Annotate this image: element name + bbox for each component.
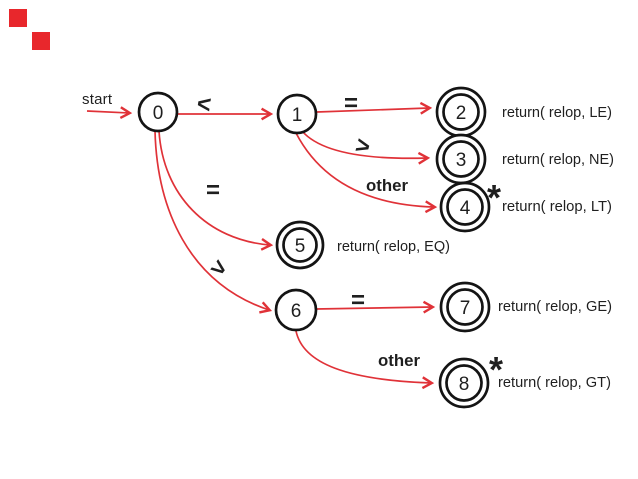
edge-0-5 (158, 130, 274, 251)
return-label-le: return( relop, LE) (502, 104, 612, 121)
decor-square-1 (9, 9, 27, 27)
state-7: 7 (439, 281, 491, 333)
state-8: 8 (438, 357, 490, 409)
state-5: 5 (275, 220, 325, 270)
state-2-label: 2 (456, 103, 467, 124)
state-8-label: 8 (459, 374, 470, 395)
return-label-ne: return( relop, NE) (502, 151, 614, 168)
state-4-label: 4 (460, 198, 471, 219)
state-6-label: 6 (291, 301, 302, 322)
state-0-label: 0 (153, 103, 164, 124)
state-3: 3 (435, 133, 487, 185)
state-4: 4 (439, 181, 491, 233)
edge-label-1-4: other (366, 176, 408, 195)
edge-1-3 (301, 130, 431, 165)
edge-0-6 (154, 130, 273, 314)
edge-label-0-1: < (195, 90, 213, 119)
state-2: 2 (435, 86, 487, 138)
decor-square-2 (32, 32, 50, 50)
edge-1-4 (295, 132, 438, 214)
state-1-label: 1 (292, 105, 303, 126)
state-3-label: 3 (456, 150, 467, 171)
edge-label-1-2: = (344, 90, 358, 117)
edge-6-7 (315, 300, 436, 314)
edge-label-6-7: = (351, 287, 365, 314)
return-label-gt: return( relop, GT) (498, 374, 611, 391)
edge-1-2 (316, 101, 433, 115)
start-label: start (82, 91, 113, 108)
start-arrow (86, 106, 133, 120)
return-label-lt: return( relop, LT) (502, 198, 612, 215)
accepting-star-8: * (489, 349, 503, 390)
accepting-star-4: * (487, 177, 501, 218)
edge-label-6-8: other (378, 351, 420, 370)
state-1: 1 (276, 93, 318, 135)
state-7-label: 7 (460, 298, 471, 319)
state-0: 0 (137, 91, 179, 133)
edge-label-0-6: > (205, 253, 233, 283)
return-label-ge: return( relop, GE) (498, 298, 612, 315)
edge-label-1-3: > (353, 132, 374, 162)
state-5-label: 5 (295, 236, 306, 257)
edge-label-0-5: = (206, 177, 220, 204)
state-6: 6 (274, 288, 318, 332)
return-label-eq: return( relop, EQ) (337, 238, 450, 255)
edge-6-8 (295, 330, 435, 390)
